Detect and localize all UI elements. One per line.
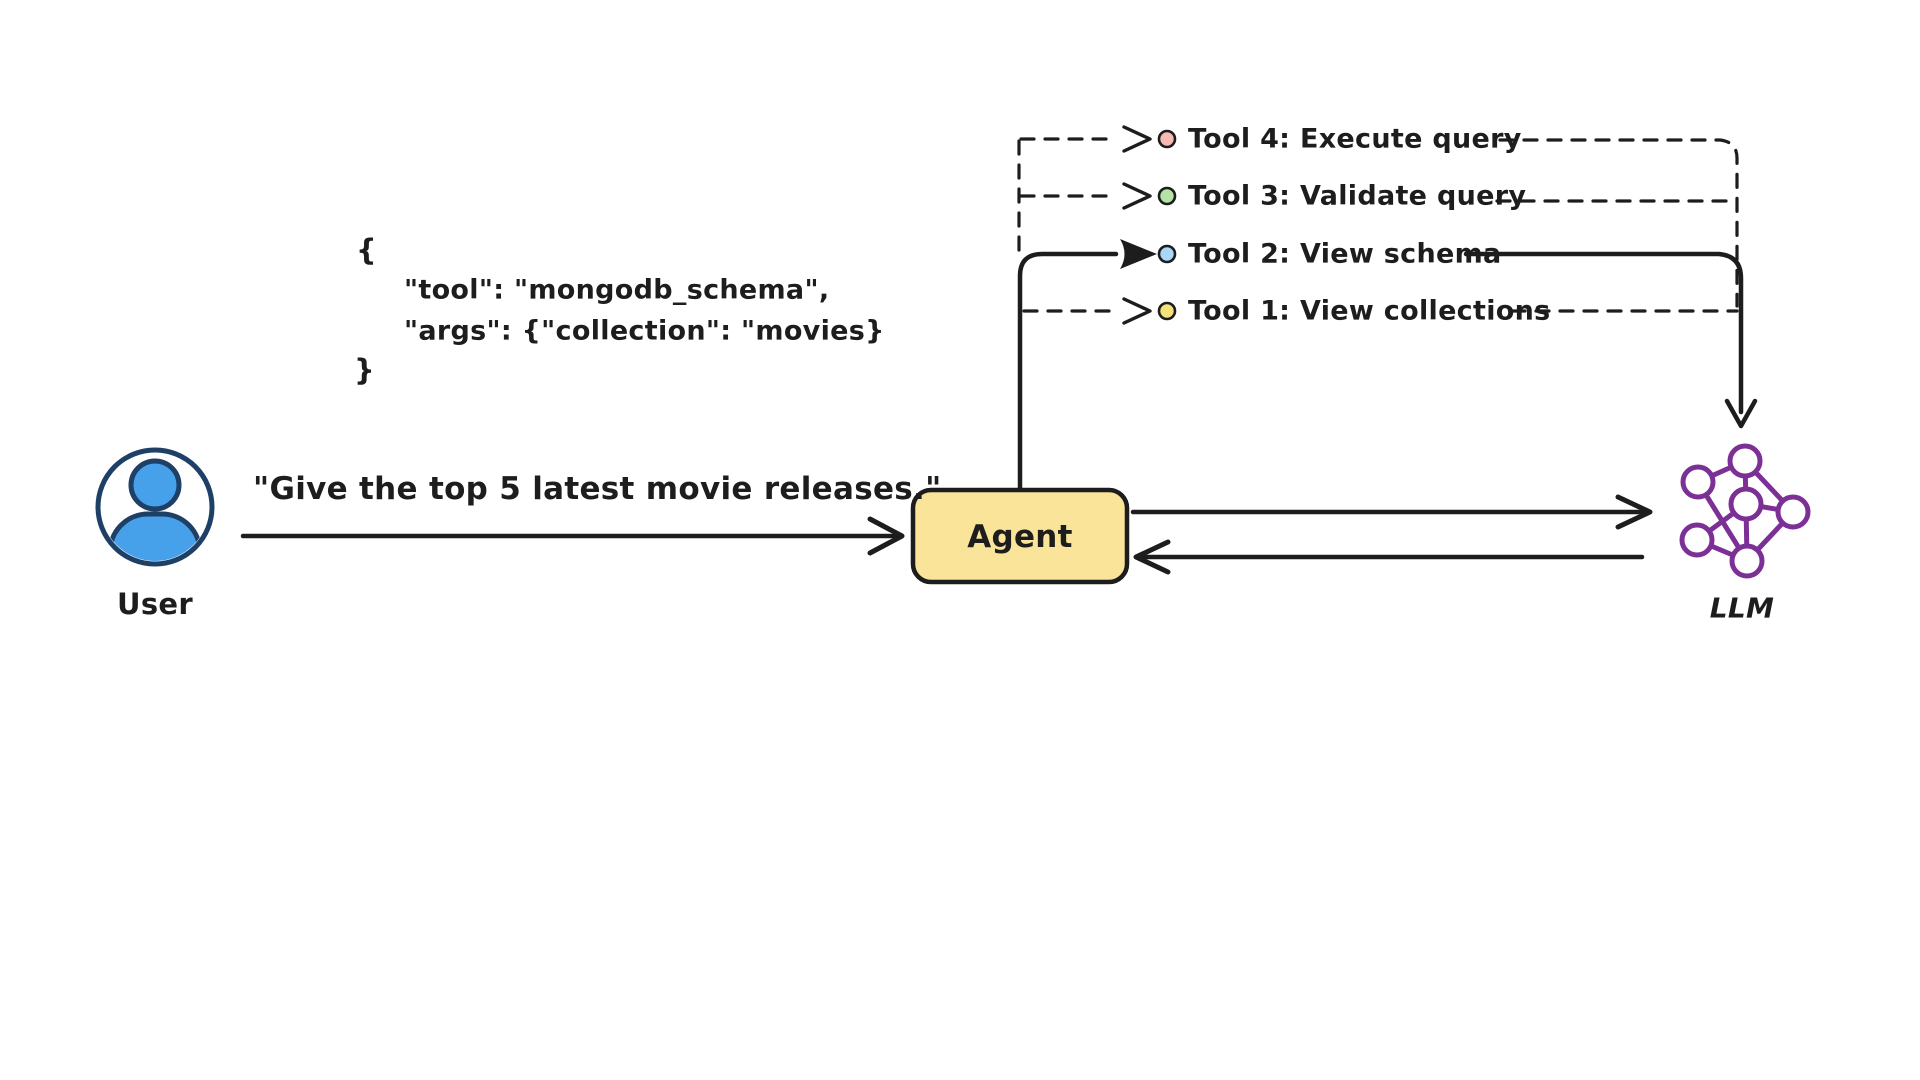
agent-label: Agent	[967, 519, 1073, 555]
user-avatar-icon	[95, 447, 215, 567]
tool2-arrowhead-icon	[1120, 239, 1157, 269]
user-label: User	[117, 587, 193, 621]
tool4-result-dashed-line	[1498, 138, 1739, 308]
llm-network-icon	[1679, 443, 1811, 579]
user-message: "Give the top 5 latest movie releases."	[253, 471, 942, 507]
tools-to-llm-arrowhead-icon	[1724, 398, 1758, 429]
llm-to-agent-arrowhead-icon	[1133, 539, 1171, 575]
code-snippet-line: "tool": "mongodb_schema",	[404, 274, 830, 306]
code-snippet-line: }	[354, 353, 375, 387]
tool2-dot-icon	[1157, 244, 1177, 264]
tool-dots	[1157, 129, 1177, 321]
tool1-dot-icon	[1157, 301, 1177, 321]
tool1-arrowhead-icon	[1122, 297, 1152, 325]
tool4-label: Tool 4: Execute query	[1188, 123, 1522, 155]
tool4-arrowhead-icon	[1122, 125, 1152, 153]
tool2-result-solid-line	[1463, 251, 1744, 415]
user-avatar-head	[128, 458, 182, 512]
agent-to-llm-arrowhead-icon	[1615, 494, 1653, 530]
tool3-dot-icon	[1157, 186, 1177, 206]
connector-lines	[240, 125, 1758, 575]
tool4-dot-icon	[1157, 129, 1177, 149]
llm-network-nodes	[1679, 443, 1811, 579]
tool3-arrowhead-icon	[1122, 182, 1152, 210]
code-snippet-line: "args": {"collection": "movies}	[404, 315, 885, 347]
user-to-agent-arrowhead-icon	[867, 516, 905, 556]
code-snippet-line: {	[356, 233, 377, 267]
tool2-call-solid-line	[1017, 251, 1119, 492]
tool3-label: Tool 3: Validate query	[1188, 180, 1527, 212]
tool2-label: Tool 2: View schema	[1188, 238, 1502, 270]
agent-box	[910, 487, 1130, 585]
llm-label: LLM	[1709, 591, 1775, 625]
tool1-label: Tool 1: View collections	[1188, 295, 1551, 327]
